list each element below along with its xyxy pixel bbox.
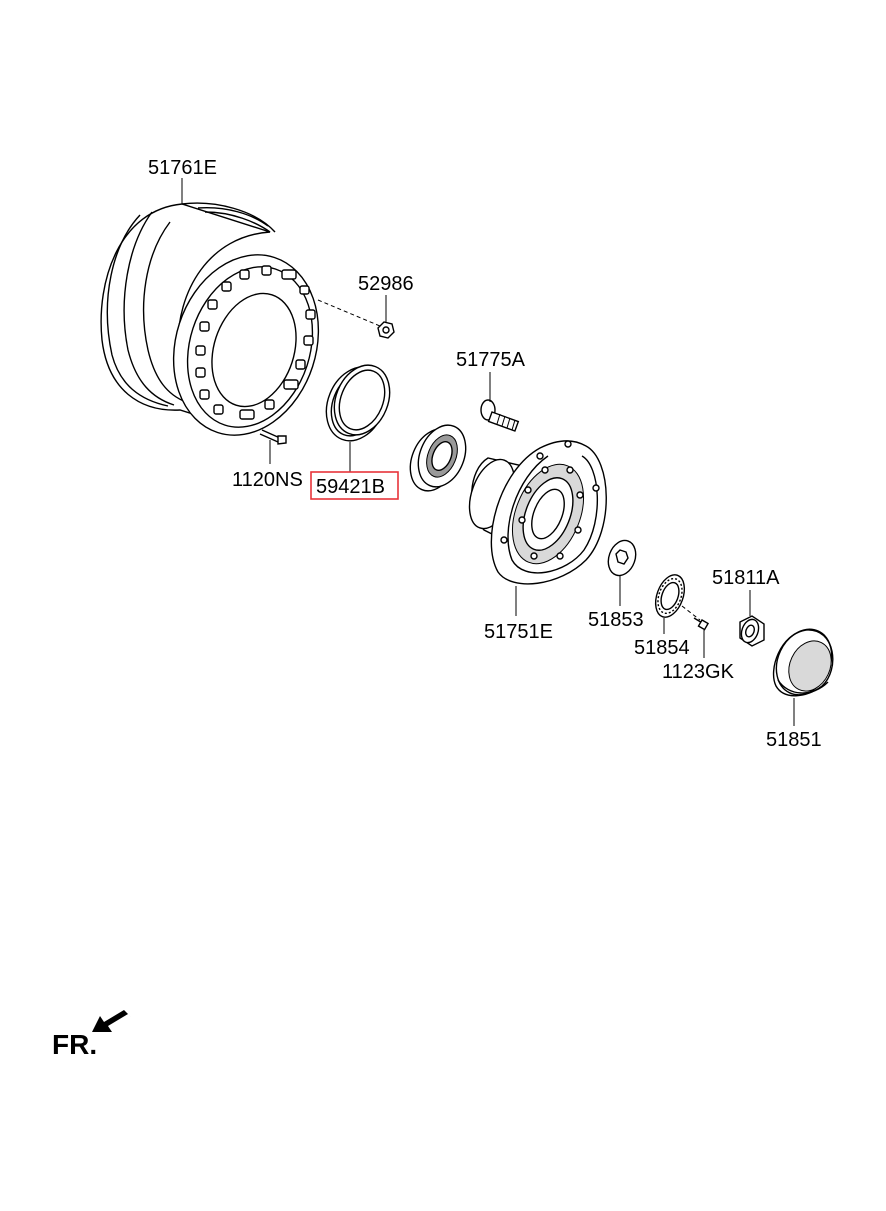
bolt-1120NS-drawing xyxy=(259,429,287,445)
brake-drum-drawing xyxy=(100,202,320,436)
washer-51853-drawing xyxy=(607,539,637,577)
hub-51751E-drawing xyxy=(468,440,607,585)
nut-51811A-drawing xyxy=(739,615,765,647)
front-direction-indicator: FR. xyxy=(52,1010,132,1060)
label-51811A: 51811A xyxy=(712,567,780,589)
label-51761E: 51761E xyxy=(148,157,217,179)
label-1120NS: 1120NS xyxy=(232,469,303,491)
lock-plate-51854-drawing xyxy=(654,574,686,618)
hub-bolt-51775A-drawing xyxy=(480,399,520,432)
label-59421B[interactable]: 59421B xyxy=(316,476,385,498)
fr-label: FR. xyxy=(52,1029,97,1060)
label-51775A: 51775A xyxy=(456,349,526,371)
screw-1123GK-drawing xyxy=(681,605,710,631)
arrow-icon xyxy=(92,1010,132,1032)
label-1123GK: 1123GK xyxy=(662,661,735,683)
label-51854: 51854 xyxy=(634,637,690,659)
label-52986: 52986 xyxy=(358,273,414,295)
label-51853: 51853 xyxy=(588,609,644,631)
nut-52986-drawing xyxy=(317,299,395,339)
bearing-drawing xyxy=(409,424,467,492)
label-51751E: 51751E xyxy=(484,621,553,643)
label-51851: 51851 xyxy=(766,729,822,751)
hub-cap-51851-drawing xyxy=(772,628,834,697)
oil-seal-59421B-drawing xyxy=(325,364,391,442)
highlight-box-59421B[interactable] xyxy=(310,471,399,500)
